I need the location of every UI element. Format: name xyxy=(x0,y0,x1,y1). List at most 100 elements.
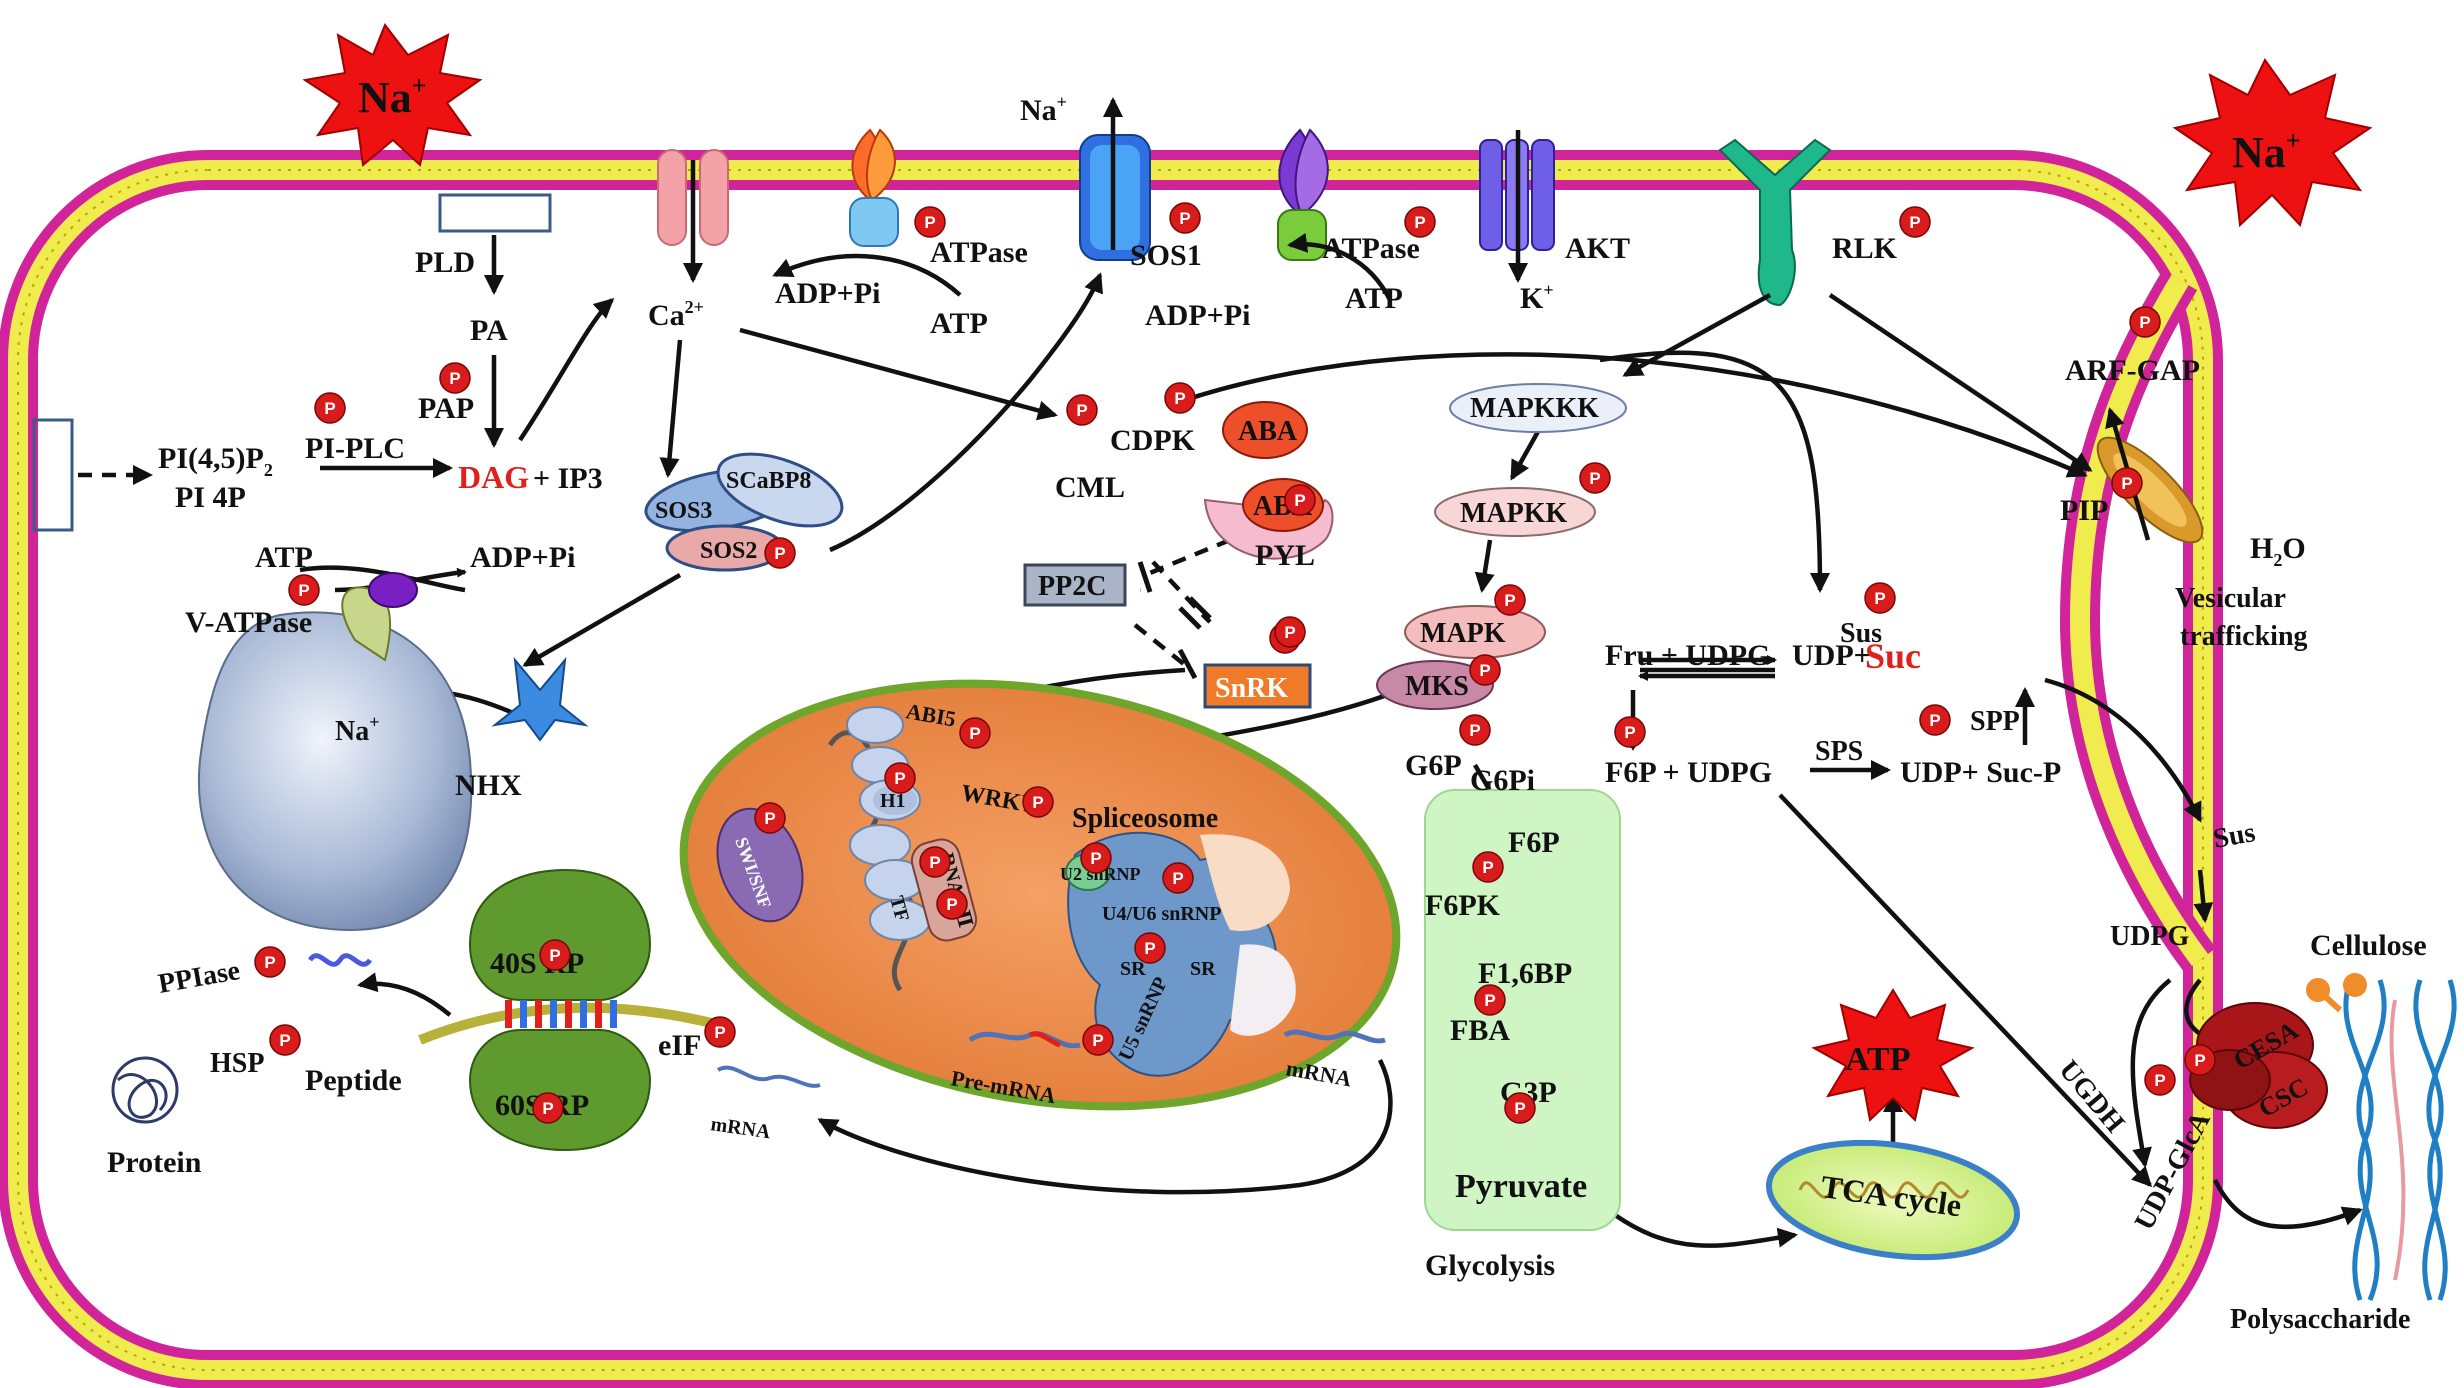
svg-text:Na+: Na+ xyxy=(2232,126,2301,177)
phospho-marker: P xyxy=(1082,1024,1114,1056)
pyl-label: PYL xyxy=(1255,539,1315,572)
phospho-marker: P xyxy=(959,717,991,749)
f16bp-label: F1,6BP xyxy=(1478,957,1572,990)
nhx-exchanger xyxy=(491,656,589,742)
phospho-marker: P xyxy=(1164,382,1196,414)
mapkkk-label: MAPKKK xyxy=(1470,393,1599,424)
svg-text:P: P xyxy=(1179,209,1190,228)
suc-label: Suc xyxy=(1865,636,1921,676)
phospho-marker: P xyxy=(1169,202,1201,234)
phospho-marker: P xyxy=(919,846,951,878)
cml-label: CML xyxy=(1055,471,1125,504)
svg-text:Na+: Na+ xyxy=(1020,92,1067,127)
phospho-marker: P xyxy=(1614,716,1646,748)
v-atpase-label: V-ATPase xyxy=(185,606,312,639)
phospho-marker: P xyxy=(2144,1064,2176,1096)
svg-text:P: P xyxy=(279,1031,290,1050)
svg-text:P: P xyxy=(774,544,785,563)
pyruvate-label: Pyruvate xyxy=(1455,1168,1587,1205)
svg-text:P: P xyxy=(1092,1031,1103,1050)
phospho-marker: P xyxy=(1579,462,1611,494)
svg-text:P: P xyxy=(1504,591,1515,610)
svg-text:P: P xyxy=(298,581,309,600)
nucleus xyxy=(679,679,1401,1111)
phospho-marker: P xyxy=(1864,582,1896,614)
svg-text:P: P xyxy=(449,369,460,388)
k-label: K xyxy=(1520,282,1544,315)
snrk-label: SnRK xyxy=(1215,673,1288,704)
phospho-marker: P xyxy=(1134,932,1166,964)
svg-text:Ca2+: Ca2+ xyxy=(648,297,704,332)
phospho-marker: P xyxy=(1474,984,1506,1016)
svg-text:P: P xyxy=(1294,491,1305,510)
cesa-csc-complex xyxy=(2189,1002,2328,1129)
peptide-chain xyxy=(307,953,373,967)
svg-text:P: P xyxy=(2121,474,2132,493)
mitochondrion xyxy=(1765,1139,2021,1261)
svg-text:P: P xyxy=(1874,589,1885,608)
svg-text:P: P xyxy=(549,946,560,965)
eif-label: eIF xyxy=(658,1029,701,1062)
svg-text:P: P xyxy=(1032,793,1043,812)
phospho-marker: P xyxy=(288,574,320,606)
mrna-strand-cyto xyxy=(716,1065,821,1088)
mapkk-label: MAPKK xyxy=(1460,498,1568,529)
svg-text:P: P xyxy=(2194,1051,2205,1070)
labels: Na+ PLD PA PAP PI(4,5)P2 PI 4P PI-PLC DA… xyxy=(107,92,2427,1335)
phospho-marker: P xyxy=(1899,206,1931,238)
sus1-label: Sus xyxy=(1840,618,1882,649)
phospho-marker: P xyxy=(2184,1044,2216,1076)
mks-label: MKS xyxy=(1405,671,1469,702)
adp-left-label: ADP+Pi xyxy=(775,277,880,310)
trafficking-label: trafficking xyxy=(2180,621,2308,652)
phospho-marker: P xyxy=(539,939,571,971)
svg-text:P: P xyxy=(1469,721,1480,740)
phospho-marker: P xyxy=(532,1092,564,1124)
phospho-marker: P xyxy=(1274,616,1306,648)
phospho-marker: P xyxy=(1404,206,1436,238)
pp2c-label: PP2C xyxy=(1038,571,1106,602)
svg-text:P: P xyxy=(1514,1099,1525,1118)
sos2-label: SOS2 xyxy=(700,538,757,564)
cellulose-label: Cellulose xyxy=(2310,929,2427,962)
pi4p-label: PI 4P xyxy=(175,481,246,514)
pip2-membrane-box xyxy=(32,418,74,532)
svg-text:P: P xyxy=(264,953,275,972)
hsp-label: HSP xyxy=(210,1048,264,1079)
svg-text:P: P xyxy=(894,769,905,788)
dag-label: DAG xyxy=(458,459,529,495)
g6pi-label: G6Pi xyxy=(1470,764,1535,797)
phospho-marker: P xyxy=(1162,862,1194,894)
phospho-marker: P xyxy=(1472,851,1504,883)
phospho-marker: P xyxy=(1022,786,1054,818)
nuc-mrna-label: mRNA xyxy=(1284,1055,1353,1091)
snrk-box xyxy=(1203,663,1312,709)
phospho-marker: P xyxy=(1469,654,1501,686)
protein-tangle xyxy=(111,1056,179,1124)
phospho-marker: P xyxy=(914,206,946,238)
phospho-marker: P xyxy=(1066,394,1098,426)
pp2c-box xyxy=(1023,563,1127,607)
pip2-label: PI(4,5)P xyxy=(158,442,264,475)
ppiase-label: PPIase xyxy=(156,955,243,1000)
atpase-left-label: ATPase xyxy=(930,236,1028,269)
svg-text:P: P xyxy=(1909,213,1920,232)
vesicular-label: Vesicular xyxy=(2175,583,2286,614)
cellulose-strands xyxy=(2306,973,2457,1301)
pi-plc-label: PI-PLC xyxy=(305,432,405,465)
svg-text:P: P xyxy=(1172,869,1183,888)
pip-label: PIP xyxy=(2060,494,2108,527)
svg-text:P: P xyxy=(1479,661,1490,680)
svg-text:Na+: Na+ xyxy=(358,71,427,122)
nhx-label: NHX xyxy=(455,769,522,802)
h2o-label: H xyxy=(2250,532,2273,565)
phospho-marker: P xyxy=(2111,467,2143,499)
fba-label: FBA xyxy=(1450,1014,1510,1047)
calcium-channel xyxy=(657,149,729,246)
phospho-marker: P xyxy=(754,802,786,834)
phospho-marker: P xyxy=(704,1016,736,1048)
atpase-right-pump xyxy=(1277,128,1329,261)
svg-text:P: P xyxy=(1414,213,1425,232)
